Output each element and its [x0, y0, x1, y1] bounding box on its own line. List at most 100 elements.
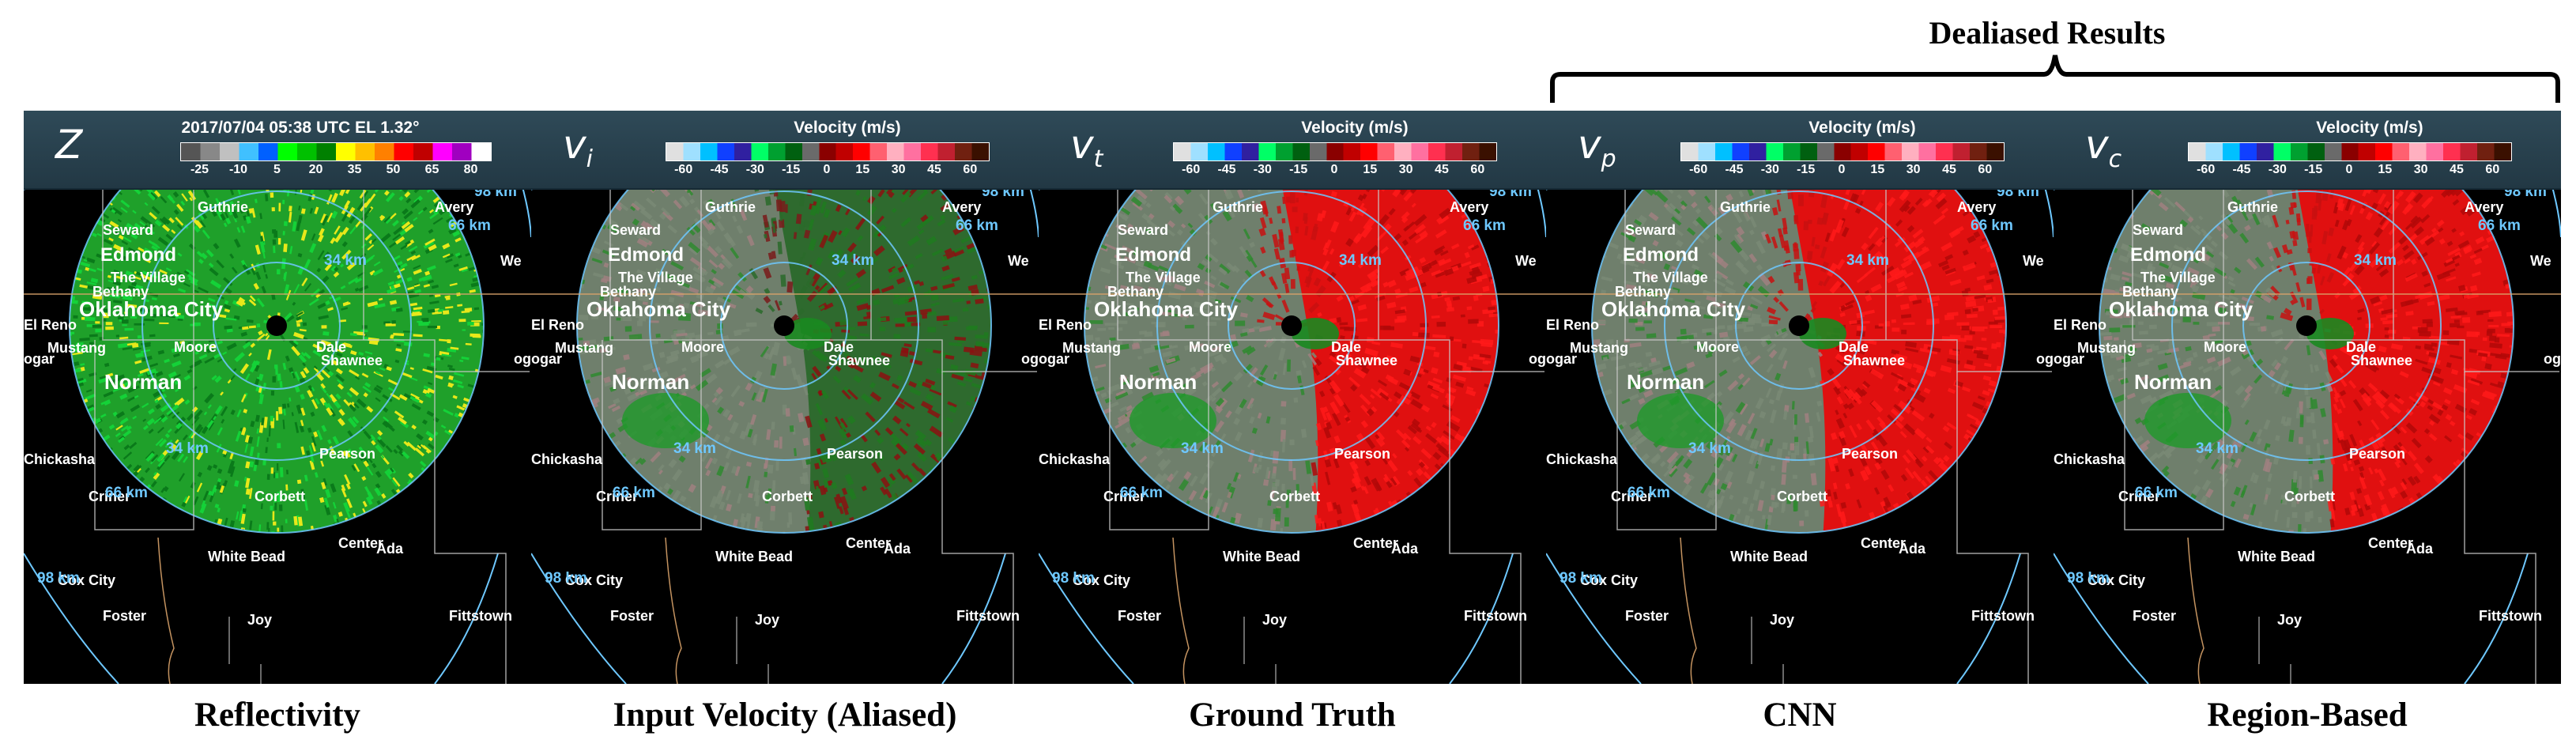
place-label-bethany: Bethany	[1615, 284, 1671, 300]
place-label-okc: Oklahoma City	[1601, 297, 1746, 321]
place-label-we-partial: We	[2023, 253, 2044, 269]
range-label-r66: 66 km	[2135, 485, 2178, 501]
place-label-criner: Criner	[89, 489, 130, 504]
colorbar	[666, 142, 990, 161]
colorbar-tick-label: -10	[228, 163, 248, 176]
place-label-mustang: Mustang	[2077, 340, 2136, 356]
colorbar-tick-label: -45	[2232, 163, 2251, 176]
place-label-guthrie: Guthrie	[705, 199, 756, 215]
place-label-dale: Dale	[1839, 339, 1869, 355]
place-label-seward: Seward	[1625, 222, 1676, 238]
radar-site-marker	[2296, 315, 2317, 336]
place-label-seward: Seward	[2133, 222, 2183, 238]
place-label-guthrie: Guthrie	[1213, 199, 1263, 215]
place-label-white-bead: White Bead	[208, 549, 285, 564]
place-label-okc: Oklahoma City	[1094, 297, 1239, 321]
colorbar-tick-label: 20	[308, 163, 323, 176]
range-label-r66: 66 km	[1971, 217, 2013, 234]
colorbar-tick-label: 30	[891, 163, 906, 176]
place-label-joy: Joy	[755, 612, 779, 628]
place-label-el-reno: El Reno	[1039, 317, 1092, 333]
place-label-mustang: Mustang	[1062, 340, 1121, 356]
place-label-foster: Foster	[610, 608, 654, 624]
colorbar-tick-label: -45	[1217, 163, 1236, 176]
place-label-ogar-partial: ogar	[514, 351, 531, 367]
place-label-we-partial: We	[2530, 253, 2551, 269]
panel-caption-4: CNN	[1763, 696, 1837, 734]
colorbar-tick-label: 60	[963, 163, 978, 176]
colorbar-tick-label: 0	[1330, 163, 1338, 176]
place-label-white-bead: White Bead	[1223, 549, 1300, 564]
colorbar-tick-label: -30	[1253, 163, 1272, 176]
place-label-el-reno: El Reno	[2054, 317, 2106, 333]
range-ring	[649, 191, 919, 461]
colorbar-tick-label: -30	[1760, 163, 1779, 176]
place-label-criner: Criner	[2118, 489, 2160, 504]
colorbar	[2188, 142, 2512, 161]
colorbar-tick-label: 15	[2378, 163, 2393, 176]
place-label-cox-city: Cox City	[2088, 572, 2145, 588]
place-label-ogar-partial: ogar	[2036, 351, 2054, 367]
place-label-criner: Criner	[596, 489, 638, 504]
place-label-joy: Joy	[1262, 612, 1287, 628]
colorbar-tick-label: 30	[2413, 163, 2428, 176]
range-label-r34: 34 km	[1846, 252, 1889, 269]
place-label-ogar-partial: ogar	[24, 351, 55, 367]
place-label-ogar-partial: ogar	[2544, 351, 2561, 367]
colorbar-tick-label: 60	[2485, 163, 2500, 176]
place-label-shawnee: Shawnee	[1843, 353, 1905, 368]
range-label-r66: 66 km	[448, 217, 491, 234]
range-label-r34: 34 km	[1688, 440, 1731, 457]
place-label-dale: Dale	[824, 339, 854, 355]
place-label-pearson: Pearson	[1334, 446, 1390, 462]
place-label-chickasha: Chickasha	[24, 451, 96, 467]
range-ring	[2171, 191, 2442, 461]
place-label-foster: Foster	[1625, 608, 1669, 624]
place-label-mustang: Mustang	[47, 340, 106, 356]
place-label-edmond: Edmond	[100, 244, 176, 266]
place-label-white-bead: White Bead	[1730, 549, 1808, 564]
dealiased-results-caption: Dealiased Results	[1929, 15, 2166, 51]
range-ring	[1664, 191, 1934, 461]
place-label-corbett: Corbett	[255, 489, 305, 504]
colorbar-tick-label: 30	[1906, 163, 1921, 176]
range-ring	[141, 191, 412, 461]
radar-site-marker	[774, 315, 794, 336]
place-label-el-reno: El Reno	[1546, 317, 1599, 333]
place-label-fittstown: Fittstown	[956, 608, 1020, 624]
place-label-norman: Norman	[2134, 370, 2212, 394]
place-label-white-bead: White Bead	[715, 549, 793, 564]
range-ring	[2242, 262, 2370, 390]
place-label-ada: Ada	[1899, 541, 1926, 557]
colorbar-tick-label: -15	[2304, 163, 2323, 176]
panel-symbol: vt	[1070, 122, 1103, 173]
place-label-pearson: Pearson	[827, 446, 883, 462]
place-label-guthrie: Guthrie	[198, 199, 248, 215]
range-label-r66: 66 km	[105, 485, 148, 501]
colorbar-tick-label: 15	[1870, 163, 1885, 176]
panel-caption-2: Input Velocity (Aliased)	[613, 696, 957, 734]
range-label-r66: 66 km	[1463, 217, 1506, 234]
colorbar-tick-label: -60	[2197, 163, 2216, 176]
colorbar-tick-label: -15	[1289, 163, 1308, 176]
colorbar-tick-label: 30	[1398, 163, 1413, 176]
place-label-cox-city: Cox City	[1580, 572, 1638, 588]
place-label-corbett: Corbett	[1269, 489, 1320, 504]
place-label-center: Center	[2368, 535, 2413, 551]
place-label-ogar-partial: ogar	[531, 351, 562, 367]
place-label-the-village: The Village	[618, 270, 693, 285]
place-label-avery: Avery	[942, 199, 981, 215]
